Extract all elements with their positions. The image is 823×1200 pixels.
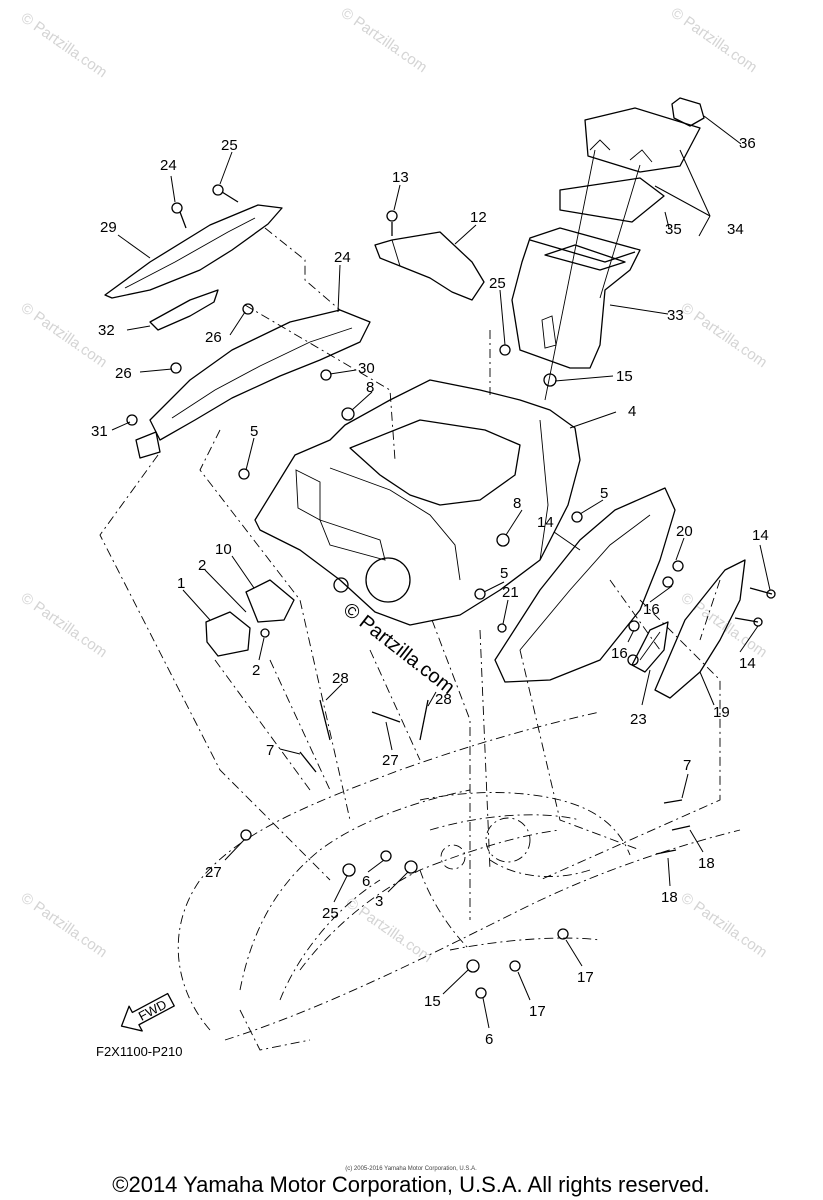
main-body-4: [254, 379, 581, 626]
callout-16: 16: [643, 601, 660, 618]
callout-8: 8: [513, 495, 521, 512]
callout-7: 7: [266, 742, 274, 759]
callout-1: 1: [177, 575, 185, 592]
callout-14: 14: [752, 527, 769, 544]
panel-19: [654, 559, 746, 699]
pad-10: [245, 579, 295, 623]
diagram-code: F2X1100-P210: [96, 1044, 183, 1059]
callout-6: 6: [485, 1031, 493, 1048]
watermark: © Partzilla.com: [18, 9, 111, 81]
callout-29: 29: [100, 219, 117, 236]
watermark: © Partzilla.com: [18, 299, 111, 371]
watermark-layer: © Partzilla.com © Partzilla.com © Partzi…: [18, 4, 771, 966]
hull-outline: [177, 711, 741, 1051]
callout-33: 33: [667, 307, 684, 324]
callout-26: 26: [205, 329, 222, 346]
callout-20: 20: [676, 523, 693, 540]
top-cover-29: [104, 204, 283, 299]
callout-21: 21: [502, 584, 519, 601]
callout-25: 25: [489, 275, 506, 292]
callout-18: 18: [661, 889, 678, 906]
callout-28: 28: [435, 691, 452, 708]
cover-11: [374, 231, 485, 301]
box-1: [205, 611, 251, 657]
callout-26: 26: [115, 365, 132, 382]
callout-24: 25: [221, 137, 238, 154]
callout-16: 16: [611, 645, 628, 662]
callout-35: 35: [665, 221, 682, 238]
callout-7: 7: [683, 757, 691, 774]
callout-2: 2: [198, 557, 206, 574]
vent-22: [631, 621, 669, 673]
callout-31: 31: [91, 423, 108, 440]
bracket-31: [135, 431, 161, 459]
callout-6: 6: [362, 873, 370, 890]
callout-17: 17: [577, 969, 594, 986]
storage-bin-33: [511, 227, 641, 369]
callout-28: 28: [332, 670, 349, 687]
callout-22: 23: [630, 711, 647, 728]
callout-13: 14: [537, 514, 554, 531]
callout-11: 12: [470, 209, 487, 226]
callout-17: 17: [529, 1003, 546, 1020]
callout-8: 8: [366, 379, 374, 396]
callout-12: 13: [392, 169, 409, 186]
callout-24: 24: [160, 157, 177, 174]
side-panel-13: [494, 487, 676, 683]
callout-4: 4: [628, 403, 636, 420]
callout-23: 24: [334, 249, 351, 266]
watermark: © Partzilla.com: [18, 589, 111, 661]
callout-25: 25: [322, 905, 339, 922]
callout-5: 5: [500, 565, 508, 582]
watermark: © Partzilla.com: [18, 889, 111, 961]
fwd-label: FWD: [136, 997, 169, 1024]
footer-copyright: ©2014 Yamaha Motor Corporation, U.S.A. A…: [112, 1172, 709, 1197]
callout-2: 2: [252, 662, 260, 679]
assembly-lines: [99, 227, 721, 920]
callout-10: 10: [215, 541, 232, 558]
callout-27: 27: [205, 864, 222, 881]
callout-34: 34: [727, 221, 744, 238]
callout-15: 15: [424, 993, 441, 1010]
callout-32: 32: [98, 322, 115, 339]
watermark: © Partzilla.com: [668, 4, 761, 76]
watermark: © Partzilla.com: [678, 889, 771, 961]
small-copyright: (c) 2005-2016 Yamaha Motor Corporation, …: [345, 1166, 477, 1172]
callout-leaders: [111, 115, 771, 1029]
mat-35: [559, 177, 665, 223]
callout-3: 3: [375, 893, 383, 910]
watermark: © Partzilla.com: [338, 4, 431, 76]
callout-27: 27: [382, 752, 399, 769]
callout-labels: 24 25 29 24 13 12 32 26 26 30 31 8 25 15…: [91, 135, 769, 1048]
callout-36: 36: [739, 135, 756, 152]
callout-18: 18: [698, 855, 715, 872]
latch-36: [671, 97, 705, 127]
callout-15: 15: [616, 368, 633, 385]
callout-5: 5: [600, 485, 608, 502]
callout-5: 5: [250, 423, 258, 440]
lid-34: [544, 107, 701, 401]
bracket-32: [149, 289, 219, 331]
callout-14: 14: [739, 655, 756, 672]
center-watermark: © Partzilla.com: [339, 599, 459, 699]
fasteners: [126, 184, 776, 999]
watermark: © Partzilla.com: [343, 894, 436, 966]
callout-19: 19: [713, 704, 730, 721]
callout-30: 30: [358, 360, 375, 377]
fwd-arrow-icon: FWD: [120, 992, 175, 1032]
watermark: © Partzilla.com: [678, 299, 771, 371]
side-rail-23: [149, 309, 371, 441]
